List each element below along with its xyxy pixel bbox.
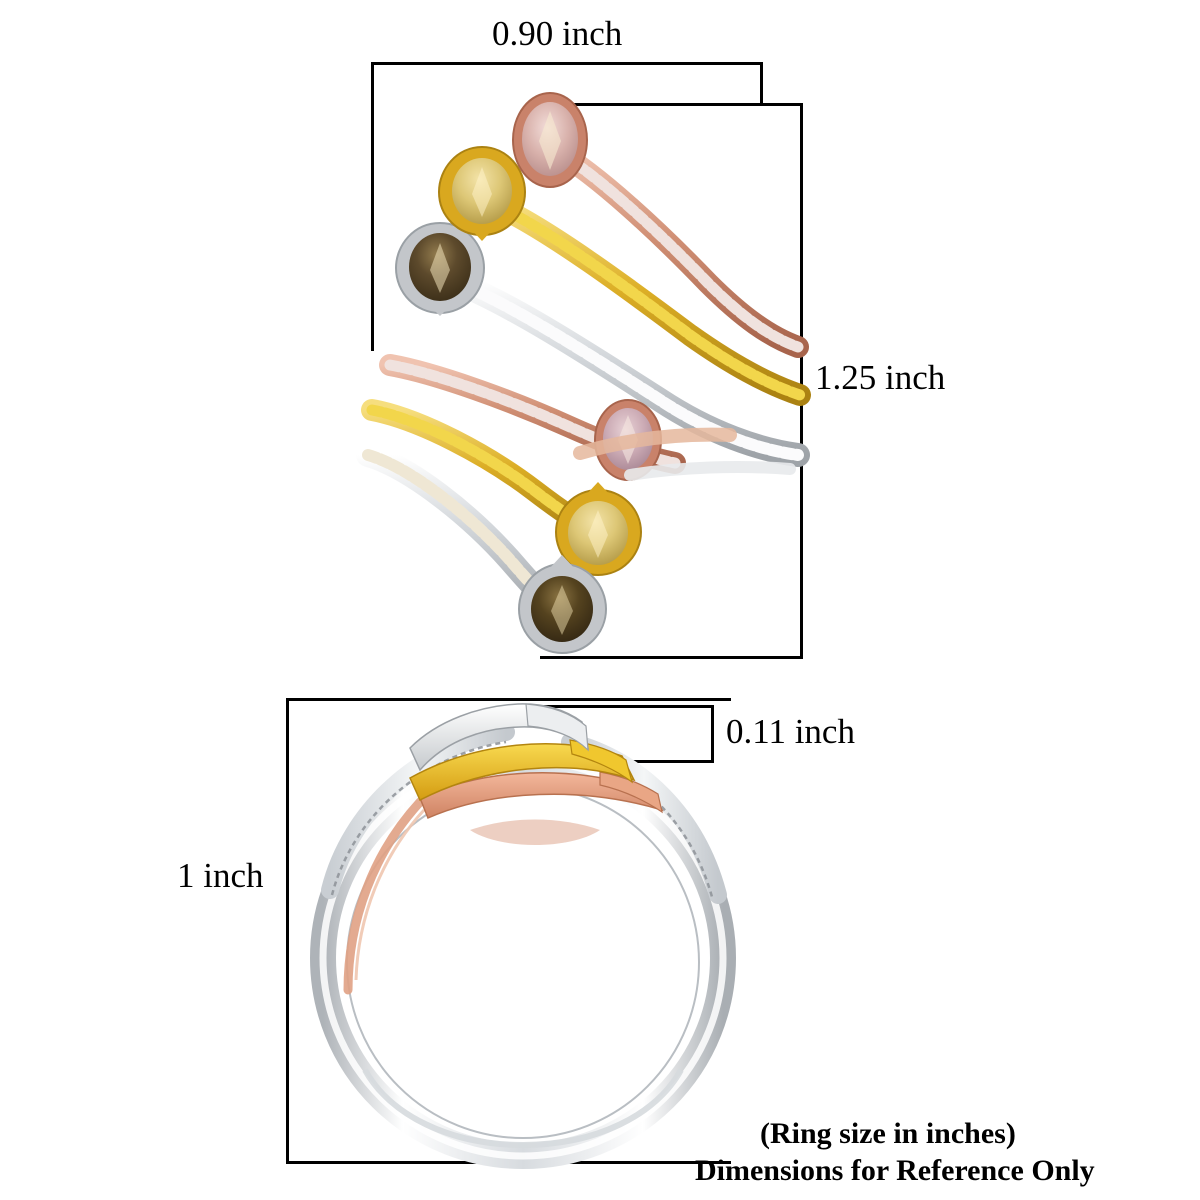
yellow-pear-stone-top xyxy=(437,145,527,241)
band-rose-lower xyxy=(379,354,686,481)
yellow-gold-bezel-tip xyxy=(409,739,636,802)
height-dimension-label: 1.25 inch xyxy=(815,358,946,397)
profile-box-left-edge xyxy=(286,698,289,1164)
width-dimension-label: 0.90 inch xyxy=(492,14,623,53)
band-yellow-upper xyxy=(437,145,811,406)
ring-profile-view xyxy=(270,690,790,1180)
width-box-right-edge xyxy=(760,62,763,104)
inner-shank-glimpse xyxy=(573,427,796,481)
band-white-upper xyxy=(394,221,810,467)
brown-pear-stone-bottom xyxy=(517,555,608,655)
crown-stone-glimpse xyxy=(470,819,600,845)
thickness-box-top-edge xyxy=(530,705,714,708)
width-box-left-edge xyxy=(371,62,374,351)
height-box-right-edge xyxy=(800,103,803,659)
caption-line-1: (Ring size in inches) xyxy=(760,1117,1016,1150)
rose-inner-band-glimpse xyxy=(343,797,426,995)
ring-shank xyxy=(310,747,736,1169)
profile-height-dimension-label: 1 inch xyxy=(177,856,264,895)
width-box-top-edge xyxy=(371,62,763,65)
crown-bezel-tips xyxy=(409,703,664,819)
band-white-lower xyxy=(356,443,608,655)
rose-gold-bezel-tip xyxy=(419,771,664,819)
profile-box-top-edge xyxy=(286,698,731,701)
thickness-dimension-label: 0.11 inch xyxy=(726,712,855,751)
pink-oval-stone-top xyxy=(512,92,588,188)
band-yellow-lower xyxy=(361,399,643,577)
brown-pear-stone-top xyxy=(394,221,486,316)
white-gold-bezel-tip xyxy=(409,703,590,772)
yellow-pear-stone-bottom xyxy=(554,482,643,577)
ring-top-view xyxy=(330,55,830,675)
thickness-box-right-edge xyxy=(711,705,714,763)
band-rose-upper xyxy=(512,92,809,358)
height-box-top-edge xyxy=(553,103,803,106)
caption-line-2: Dimensions for Reference Only xyxy=(695,1154,1095,1187)
height-box-bottom-edge xyxy=(540,656,803,659)
